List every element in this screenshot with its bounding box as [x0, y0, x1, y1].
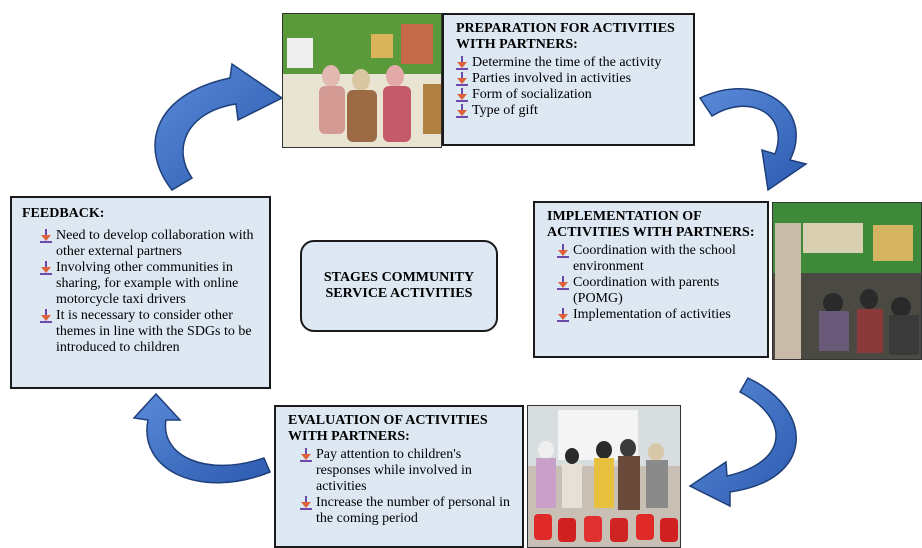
list-item: Pay attention to children's responses wh…: [300, 447, 514, 495]
arrow-bullet-icon: [557, 244, 569, 258]
photo-evaluation: [527, 405, 681, 548]
arrow-bullet-icon: [557, 308, 569, 322]
arrow-bullet-icon: [300, 496, 312, 510]
preparation-list: Determine the time of the activity Parti…: [456, 55, 685, 119]
arrow-bullet-icon: [40, 229, 52, 243]
implementation-list: Coordination with the school environment…: [557, 243, 759, 323]
arrow-preparation-to-implementation: [698, 88, 808, 192]
list-item: Determine the time of the activity: [456, 55, 685, 71]
arrow-implementation-to-evaluation: [688, 377, 797, 508]
feedback-list: Need to develop collaboration with other…: [40, 228, 261, 356]
list-item: Involving other communities in sharing, …: [40, 260, 261, 308]
arrow-bullet-icon: [456, 72, 468, 86]
list-item: Coordination with the school environment: [557, 243, 759, 275]
evaluation-box: EVALUATION OF ACTIVITIES WITH PARTNERS: …: [274, 405, 524, 548]
implementation-title: IMPLEMENTATION OF ACTIVITIES WITH PARTNE…: [547, 209, 755, 240]
photo-preparation: [282, 13, 442, 148]
arrow-bullet-icon: [40, 309, 52, 323]
arrow-bullet-icon: [557, 276, 569, 290]
list-item: Parties involved in activities: [456, 71, 685, 87]
arrow-bullet-icon: [40, 261, 52, 275]
list-item: Type of gift: [456, 103, 685, 119]
feedback-box: FEEDBACK: Need to develop collaboration …: [10, 196, 271, 389]
arrow-bullet-icon: [300, 448, 312, 462]
evaluation-list: Pay attention to children's responses wh…: [300, 447, 514, 527]
center-stages-box: STAGES COMMUNITY SERVICE ACTIVITIES: [300, 240, 498, 332]
list-item: Need to develop collaboration with other…: [40, 228, 261, 260]
preparation-box: PREPARATION FOR ACTIVITIES WITH PARTNERS…: [442, 13, 695, 146]
list-item: Implementation of activities: [557, 307, 759, 323]
list-item: It is necessary to consider other themes…: [40, 308, 261, 356]
list-item: Increase the number of personal in the c…: [300, 495, 514, 527]
arrow-bullet-icon: [456, 88, 468, 102]
arrow-evaluation-to-feedback: [132, 392, 271, 484]
photo-implementation: [772, 202, 922, 360]
list-item: Form of socialization: [456, 87, 685, 103]
arrow-bullet-icon: [456, 104, 468, 118]
preparation-title: PREPARATION FOR ACTIVITIES WITH PARTNERS…: [456, 21, 675, 52]
arrow-bullet-icon: [456, 56, 468, 70]
center-title: STAGES COMMUNITY SERVICE ACTIVITIES: [323, 270, 475, 301]
arrow-feedback-to-preparation: [154, 62, 284, 191]
evaluation-title: EVALUATION OF ACTIVITIES WITH PARTNERS:: [288, 413, 488, 444]
implementation-box: IMPLEMENTATION OF ACTIVITIES WITH PARTNE…: [533, 201, 769, 358]
list-item: Coordination with parents (POMG): [557, 275, 759, 307]
feedback-title: FEEDBACK:: [22, 206, 105, 221]
